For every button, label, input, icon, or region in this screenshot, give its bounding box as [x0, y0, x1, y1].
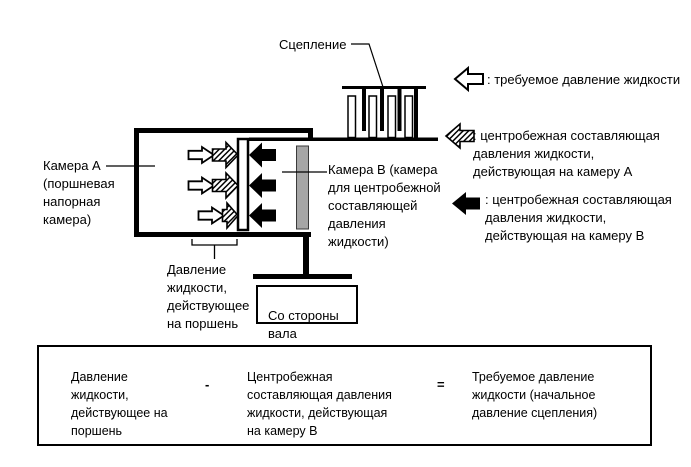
centrifugal-chamber-a-arrow-icon: [444, 122, 475, 150]
piston-pressure-brace: [191, 239, 238, 259]
formula-term-centrifugal-b: Центробежная составляющая давления жидко…: [247, 370, 392, 438]
white-flow-arrow-icon: [187, 175, 216, 196]
black-flow-arrow-icon: [249, 142, 276, 168]
piston: [236, 137, 250, 232]
black-flow-arrow-icon: [249, 173, 276, 198]
formula-equals-operator: =: [437, 377, 445, 392]
hatched-flow-arrow-icon: [221, 200, 240, 231]
shaft-lines: [253, 237, 352, 279]
clutch-label: Сцепление: [279, 37, 347, 52]
hatched-flow-arrow-icon: [211, 140, 240, 170]
white-flow-arrow-icon: [187, 145, 216, 165]
formula-term-required-pressure: Требуемое давление жидкости (начальное д…: [472, 370, 598, 420]
white-flow-arrow-icon: [197, 205, 226, 226]
shaft-side-label: Со стороны вала: [268, 308, 339, 341]
chamber-b-label: Камера B (камера для центробежной состав…: [328, 162, 441, 249]
centrifugal-chamber-b-arrow-icon: [452, 192, 480, 215]
clutch-pack: [249, 86, 438, 141]
legend-arrows: [444, 65, 484, 215]
balance-plate-gray-bar: [296, 145, 309, 230]
chamber-a-outline: [134, 128, 313, 237]
legend-item-centrifugal-chamber-b: : центробежная составляющая давления жид…: [485, 192, 672, 243]
flow-arrows-row-3: [197, 200, 276, 231]
chamber-a-label: Камера A (поршневая напорная камера): [43, 158, 115, 227]
required-pressure-arrow-icon: [453, 65, 484, 93]
leader-lines: [106, 43, 384, 173]
hatched-flow-arrow-icon: [211, 171, 240, 200]
pressure-formula-box: Давление жидкости, действующее на поршен…: [37, 345, 652, 446]
flow-arrows-row-2: [187, 171, 276, 200]
piston-pressure-label: Давление жидкости, действующее на поршен…: [167, 262, 250, 331]
legend-item-required-pressure: : требуемое давление жидкости: [487, 72, 681, 87]
formula-term-piston-pressure: Давление жидкости, действующее на поршен…: [71, 370, 168, 438]
black-flow-arrow-icon: [249, 203, 276, 228]
formula-minus-operator: -: [205, 377, 210, 392]
legend-item-centrifugal-chamber-a: : центробежная составляющая давления жид…: [473, 128, 660, 179]
flow-arrows-row-1: [187, 140, 276, 170]
shaft-side-box: Со стороны вала: [256, 285, 358, 341]
